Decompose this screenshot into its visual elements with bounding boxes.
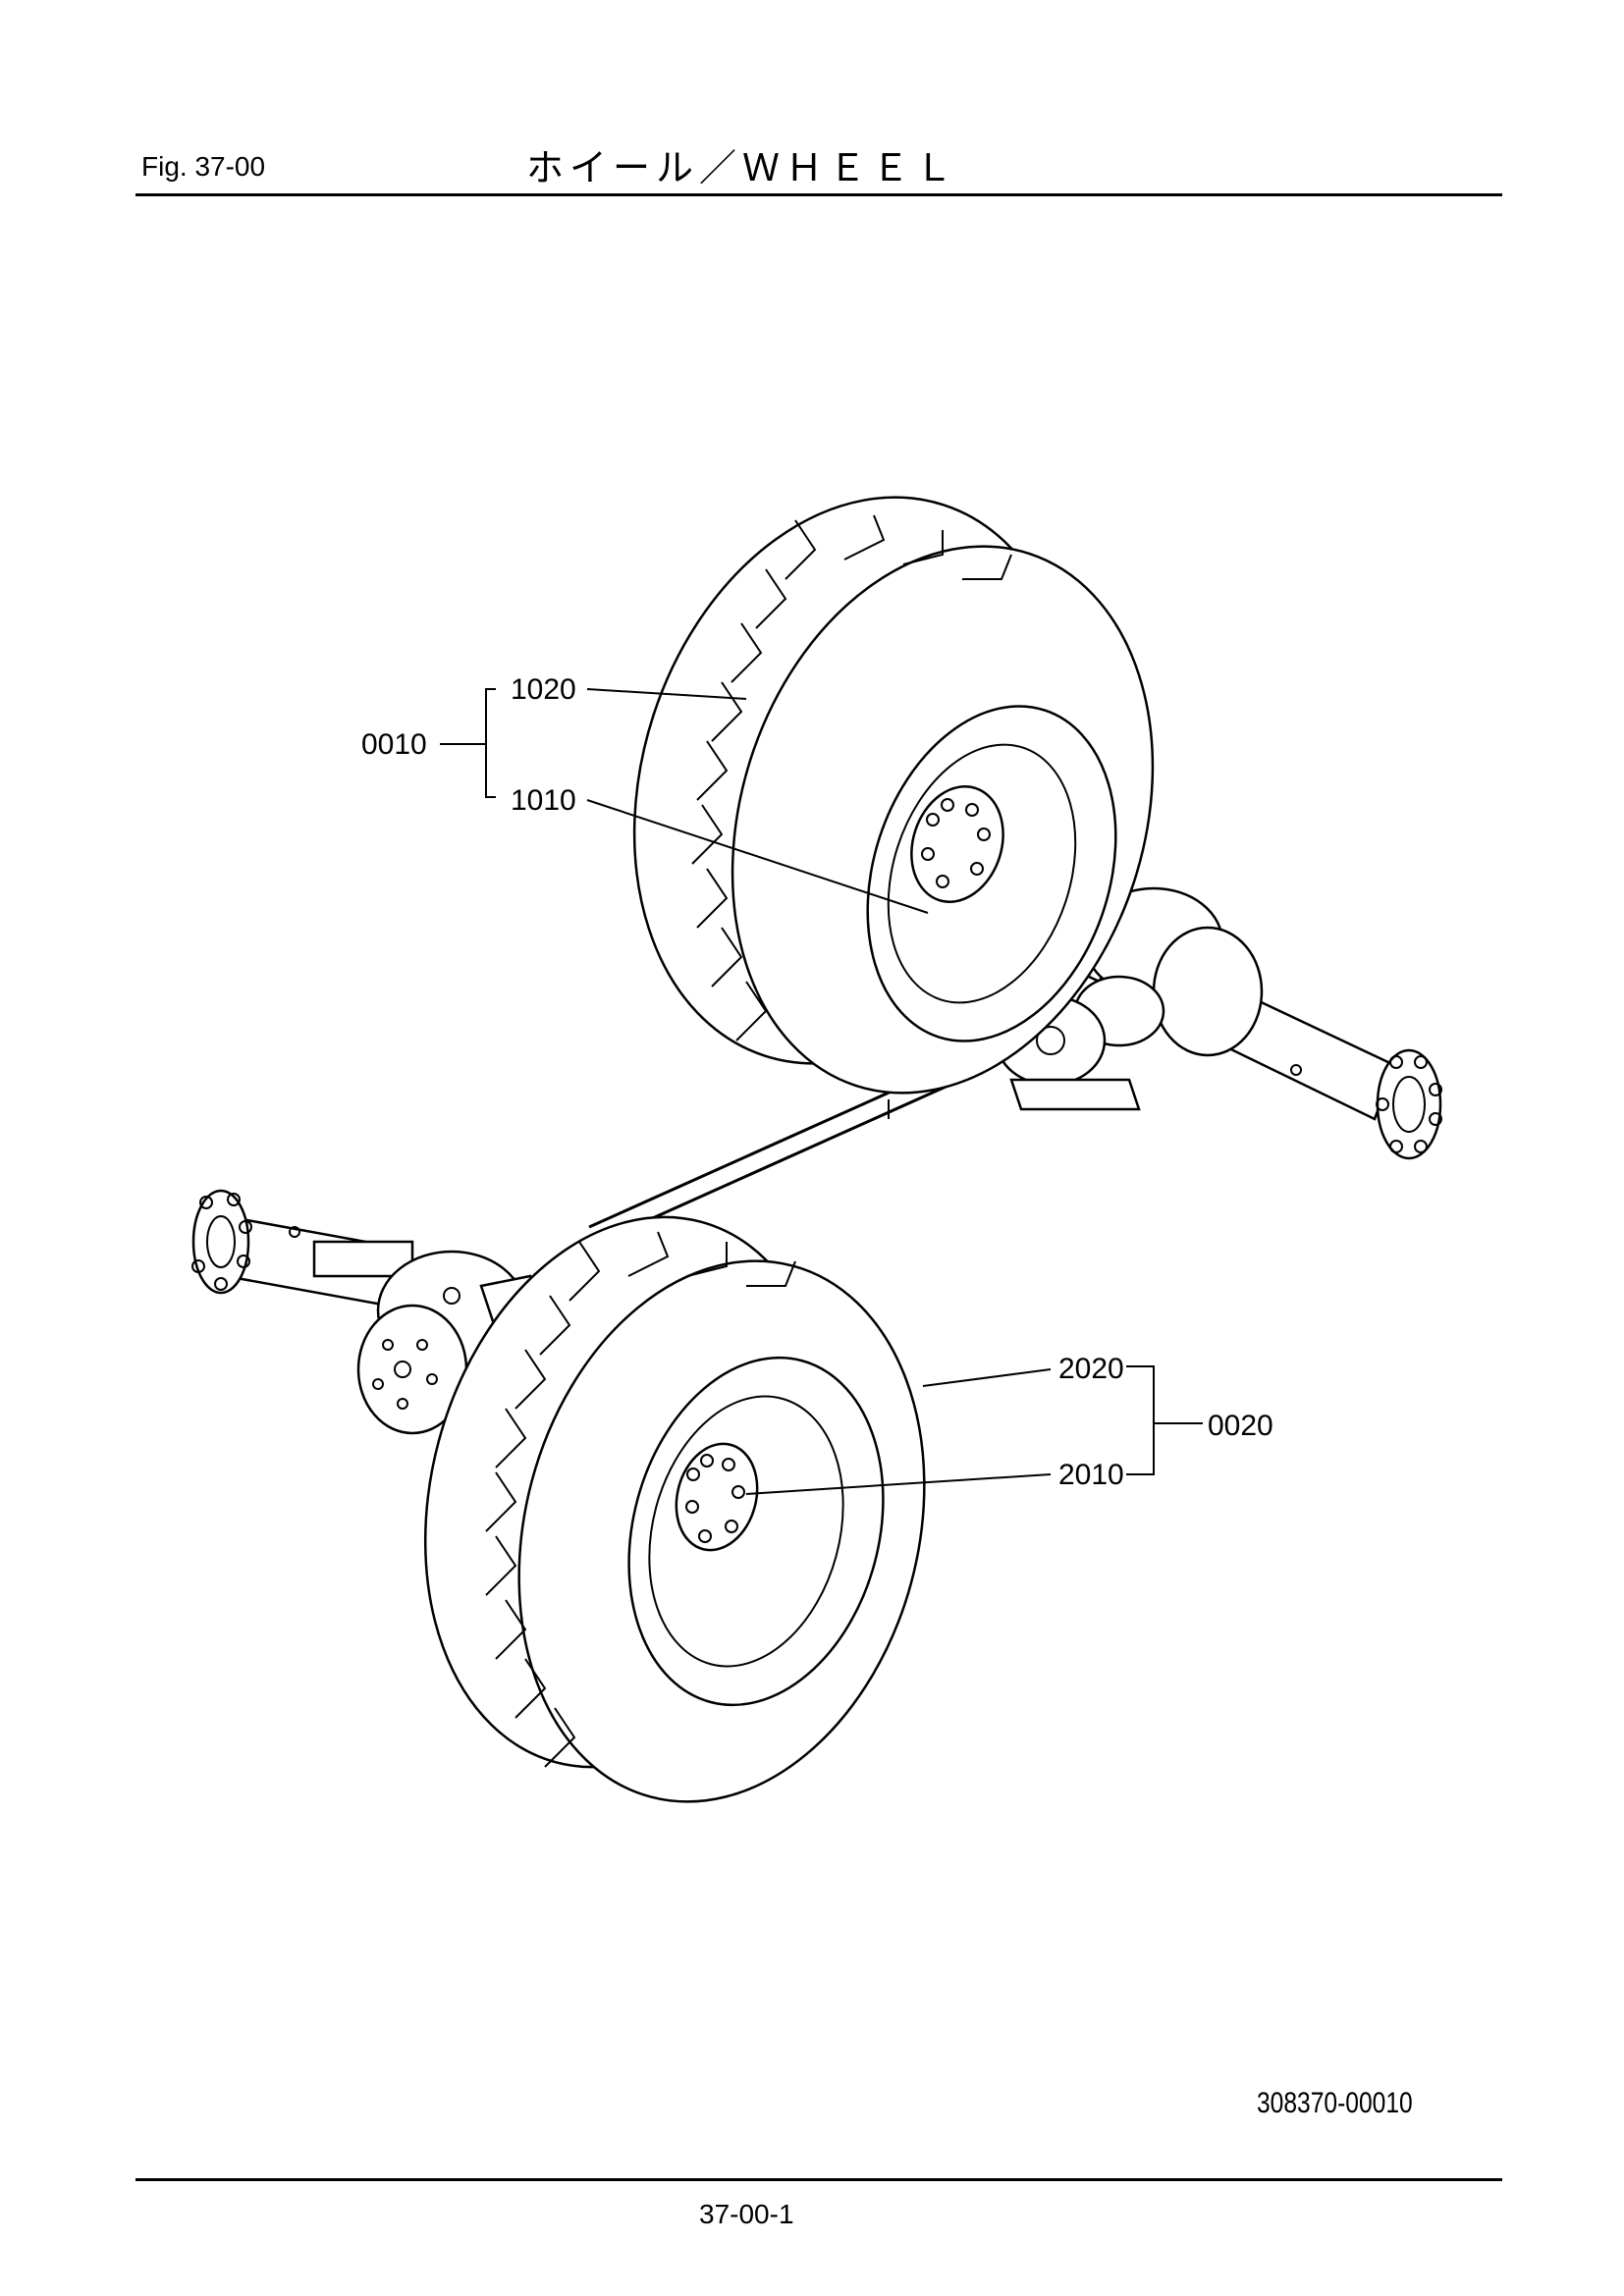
callout-0020: 0020 bbox=[1208, 1410, 1273, 1442]
figure-label: Fig. 37-00 bbox=[141, 151, 266, 182]
callout-2010: 2010 bbox=[1058, 1459, 1124, 1491]
callout-1010: 1010 bbox=[511, 784, 576, 817]
rear-wheel bbox=[632, 496, 1155, 1095]
leader-lines bbox=[440, 688, 1203, 1495]
callout-2020: 2020 bbox=[1058, 1353, 1124, 1385]
callout-1020: 1020 bbox=[511, 673, 576, 706]
header-rule bbox=[135, 193, 1502, 196]
drawing-number: 308370-00010 bbox=[1257, 2087, 1413, 2119]
page-number: 37-00-1 bbox=[699, 2199, 794, 2229]
page-title: ホイール／ＷＨＥＥＬ bbox=[526, 146, 959, 189]
callout-0010: 0010 bbox=[361, 728, 427, 761]
front-wheel bbox=[423, 1215, 926, 1803]
footer-rule bbox=[135, 2178, 1502, 2181]
